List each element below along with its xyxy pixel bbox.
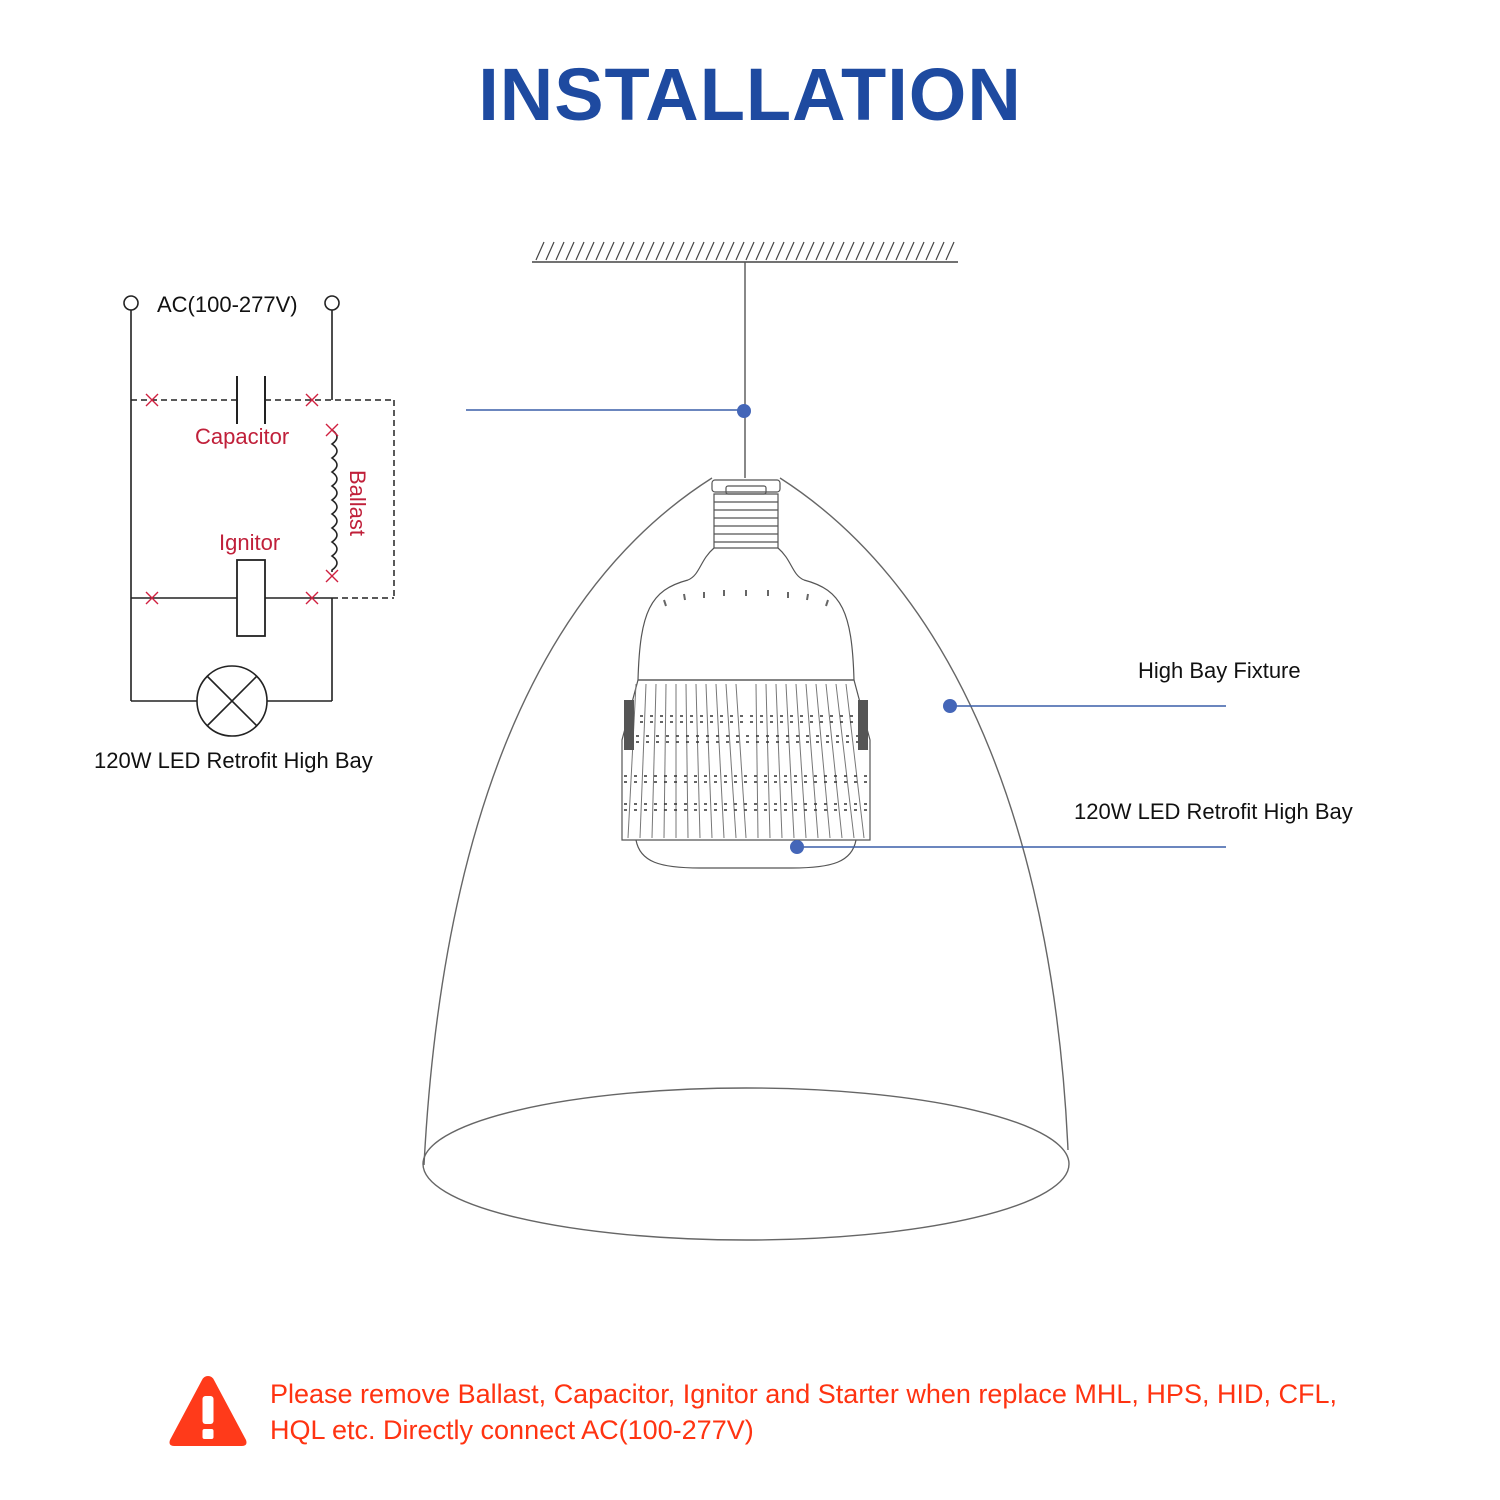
lamp-callout-dot (790, 840, 804, 854)
wiring-schematic (123, 295, 340, 737)
lamp-callout-label: 120W LED Retrofit High Bay (1074, 799, 1353, 824)
ignitor-label: Ignitor (219, 530, 281, 555)
fixture-callout-label: High Bay Fixture (1138, 658, 1301, 683)
callouts (466, 404, 1226, 854)
fixture-rim (422, 1087, 1070, 1241)
cut-marks (145, 393, 339, 605)
vent-slots (663, 590, 829, 607)
fin-slots (624, 715, 868, 811)
cord-callout-dot (737, 404, 751, 418)
ac-terminal-right (324, 295, 340, 311)
removed-parts (131, 376, 395, 637)
ceiling (532, 241, 958, 478)
ignitor-symbol (236, 559, 266, 637)
ac-terminal-left (123, 295, 139, 311)
ballast-label: Ballast (345, 469, 371, 537)
high-bay-fixture (422, 477, 1070, 1241)
schematic-lamp-label: 120W LED Retrofit High Bay (94, 748, 373, 773)
fixture-callout-dot (943, 699, 957, 713)
warning-triangle-icon (169, 1376, 247, 1446)
ballast-coil (330, 429, 338, 572)
heat-sink-fins (627, 683, 865, 839)
ac-source-label: AC(100-277V) (157, 292, 298, 317)
page-title: INSTALLATION (478, 53, 1022, 136)
capacitor-label: Capacitor (195, 424, 290, 449)
led-retrofit-lamp (621, 479, 871, 869)
warning-message: Please remove Ballast, Capacitor, Ignito… (270, 1379, 1337, 1445)
